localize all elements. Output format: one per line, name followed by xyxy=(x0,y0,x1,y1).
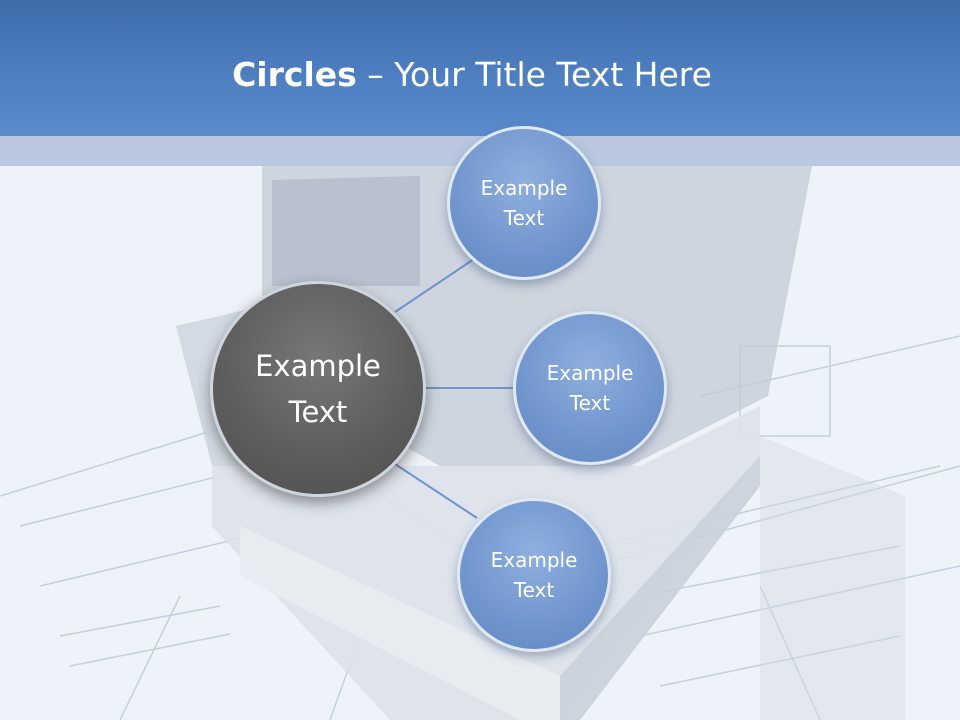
connector-bottom xyxy=(394,463,478,519)
branch-circle-label: Example Text xyxy=(480,176,568,230)
connector-top xyxy=(394,256,478,313)
branch-circle-middle: Example Text xyxy=(513,311,667,465)
branch-circle-bottom: Example Text xyxy=(457,498,611,652)
slide-title: Circles – Your Title Text Here xyxy=(0,52,944,98)
branch-circle-label: Example Text xyxy=(546,361,634,415)
center-circle-label: Example Text xyxy=(255,349,381,429)
branch-circle-label: Example Text xyxy=(490,548,578,602)
title-bar xyxy=(0,0,960,136)
center-circle: Example Text xyxy=(210,281,426,497)
title-rest-part: – Your Title Text Here xyxy=(356,55,712,94)
title-bold-part: Circles xyxy=(232,55,357,94)
branch-circle-top: Example Text xyxy=(447,126,601,280)
